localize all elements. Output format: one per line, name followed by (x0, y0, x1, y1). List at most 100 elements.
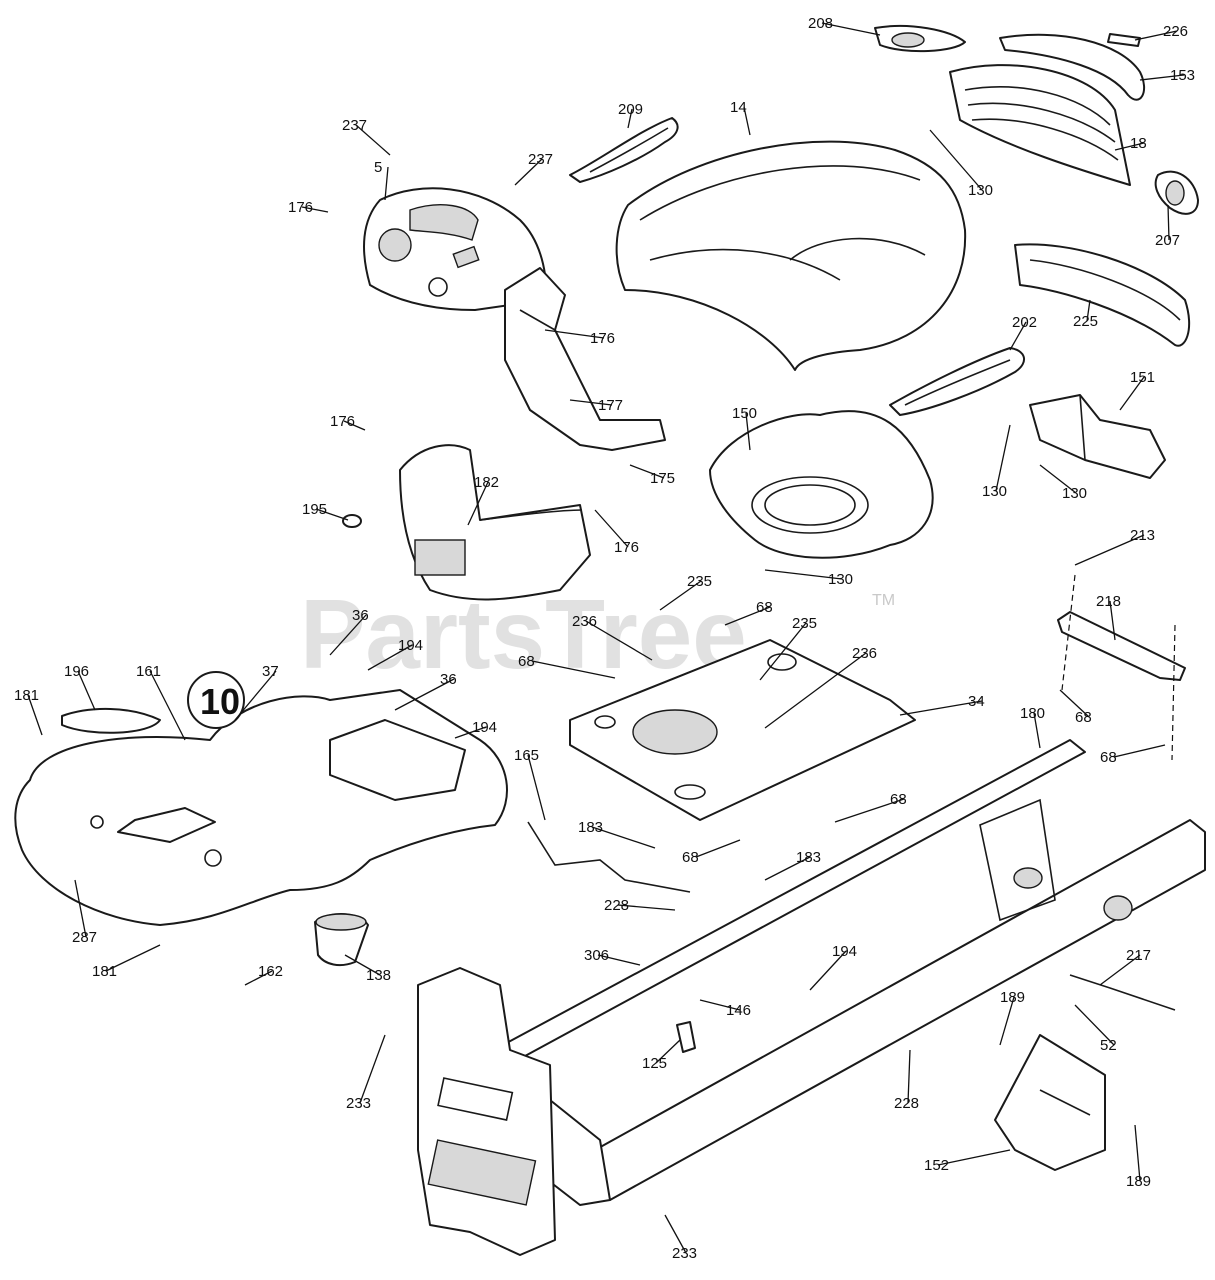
leader-line-c233a (359, 1034, 386, 1104)
leader-line-c125 (655, 1039, 681, 1064)
callout-label-c195: 195 (302, 501, 327, 518)
part-125-clip (676, 1021, 696, 1053)
callout-label-c161: 161 (136, 663, 161, 680)
part-18-grille (949, 64, 1131, 186)
leader-line-c228b (907, 1049, 911, 1104)
leader-line-c5 (384, 166, 389, 201)
callout-label-c162: 162 (258, 963, 283, 980)
callout-label-c226: 226 (1163, 23, 1188, 40)
callout-label-c177: 177 (598, 397, 623, 414)
part-152-cover (994, 1034, 1106, 1171)
callout-label-c236a: 236 (572, 613, 597, 630)
svg-text:10: 10 (200, 681, 240, 722)
leader-line-c183b (764, 856, 811, 881)
callout-label-c218: 218 (1096, 593, 1121, 610)
leader-line-c176b (544, 329, 605, 339)
callout-label-c37: 37 (262, 663, 279, 680)
leader-line-c196 (77, 670, 96, 711)
callout-label-c194c: 194 (832, 943, 857, 960)
leader-line-c153 (1139, 74, 1185, 81)
leader-line-c130a (929, 129, 983, 191)
leader-line-c151 (1119, 376, 1145, 411)
leader-line-c130d (764, 569, 843, 580)
callout-label-c287: 287 (72, 929, 97, 946)
callout-label-c235b: 235 (792, 615, 817, 632)
callout-label-c233b: 233 (672, 1245, 697, 1262)
part-196-cover (61, 707, 161, 734)
callout-label-c189a: 189 (1000, 989, 1025, 1006)
leader-line-c36a (329, 614, 367, 656)
leader-line-c237b (514, 158, 543, 186)
leader-line-c228a (617, 904, 676, 911)
callout-label-c130b: 130 (982, 483, 1007, 500)
leader-line-c177 (569, 399, 613, 406)
callout-label-c209: 209 (618, 101, 643, 118)
leader-line-c194c (809, 950, 847, 991)
callout-label-c34: 34 (968, 693, 985, 710)
leader-line-c306 (597, 954, 641, 966)
leader-line-c217 (1099, 954, 1141, 986)
leader-line-c235a (659, 580, 702, 611)
callout-label-c228b: 228 (894, 1095, 919, 1112)
callout-label-c152: 152 (924, 1157, 949, 1174)
callout-label-c228a: 228 (604, 897, 629, 914)
callout-label-c183b: 183 (796, 849, 821, 866)
callout-label-c217: 217 (1126, 947, 1151, 964)
leader-line-c176d (594, 509, 629, 548)
part-34-engine-plate (569, 639, 916, 821)
part-218-bar (1057, 574, 1186, 761)
callout-label-c138: 138 (366, 967, 391, 984)
leader-line-c52 (1074, 1004, 1115, 1046)
callout-label-c236b: 236 (852, 645, 877, 662)
part-175-bracket (504, 267, 666, 451)
leader-line-c235b (759, 622, 807, 681)
callout-label-c68c: 68 (1075, 709, 1092, 726)
callout-label-c68b: 68 (518, 653, 535, 670)
leader-line-c226 (1134, 30, 1178, 41)
leader-line-c68d (1113, 744, 1166, 758)
leader-line-c180 (1033, 712, 1041, 749)
callout-label-c235a: 235 (687, 573, 712, 590)
leader-line-c208 (821, 22, 881, 36)
leader-line-c175 (629, 464, 665, 479)
leader-line-c233b (664, 1214, 687, 1254)
part-209-side-panel (569, 117, 679, 183)
leader-line-c287 (74, 879, 87, 938)
callout-label-c5: 5 (374, 159, 382, 176)
part-207-headlight (1154, 170, 1199, 215)
part-195-knob (342, 514, 362, 528)
leader-line-c195 (315, 508, 349, 521)
leader-line-c68f (695, 839, 741, 858)
leader-line-c181b (105, 944, 161, 972)
leader-line-c213 (1074, 534, 1145, 566)
callout-label-c182: 182 (474, 474, 499, 491)
leader-line-c162 (244, 970, 273, 986)
leader-line-c68e (834, 798, 905, 823)
leader-line-c237a (355, 124, 391, 156)
part-frame-front-plate (417, 967, 556, 1256)
callout-label-c194b: 194 (472, 719, 497, 736)
callout-label-c181b: 181 (92, 963, 117, 980)
callout-label-c18: 18 (1130, 135, 1147, 152)
leader-line-c37 (234, 670, 277, 721)
callout-label-c130c: 130 (1062, 485, 1087, 502)
leader-line-c176c (343, 420, 366, 431)
part-5-dash-panel (363, 187, 547, 311)
callout-label-c14: 14 (730, 99, 747, 116)
leader-line-c189a (999, 996, 1015, 1046)
callout-label-c207: 207 (1155, 232, 1180, 249)
part-217-link (1069, 974, 1176, 1011)
leader-line-c68c (1059, 689, 1090, 718)
callout-label-c213: 213 (1130, 527, 1155, 544)
callout-label-c52: 52 (1100, 1037, 1117, 1054)
callout-label-c208: 208 (808, 15, 833, 32)
part-165-rod (527, 821, 691, 893)
part-138-cup-holder (314, 913, 369, 967)
leader-line-c146 (699, 999, 741, 1011)
leader-line-c194a (367, 644, 413, 671)
callout-label-c130a: 130 (968, 182, 993, 199)
callout-label-c181a: 181 (14, 687, 39, 704)
part-161-decal: 10 (187, 671, 245, 729)
